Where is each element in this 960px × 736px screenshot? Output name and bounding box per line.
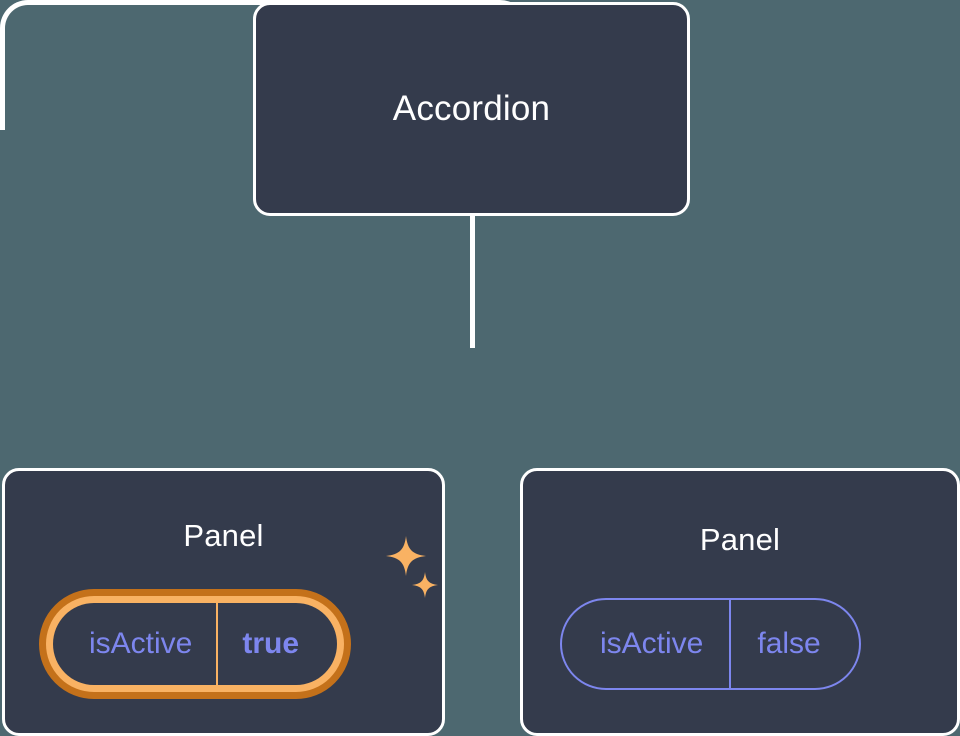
prop-pill-inactive[interactable]: isActive false — [560, 598, 861, 690]
node-panel-active-label: Panel — [183, 518, 264, 553]
node-panel-inactive-label: Panel — [699, 522, 781, 557]
sparkle-small-icon — [412, 572, 438, 598]
prop-pill-active-ring: isActive true — [39, 589, 352, 699]
node-panel-active[interactable]: Panel isActive true — [2, 468, 445, 736]
node-accordion[interactable]: Accordion — [253, 2, 690, 216]
connector-trunk-line — [470, 214, 475, 348]
prop-value-false: false — [729, 600, 858, 688]
node-accordion-label: Accordion — [392, 89, 551, 128]
prop-key-isactive-inactive: isActive — [600, 627, 704, 660]
prop-pill-active-inner: isActive true — [53, 603, 338, 685]
prop-pill-inactive-border: isActive false — [560, 598, 861, 690]
sparkle-large-icon — [386, 536, 426, 576]
prop-key-isactive-active: isActive — [89, 627, 193, 660]
node-panel-inactive[interactable]: Panel isActive false — [520, 468, 960, 736]
prop-value-true: true — [216, 603, 337, 685]
prop-pill-active[interactable]: isActive true — [39, 589, 352, 699]
